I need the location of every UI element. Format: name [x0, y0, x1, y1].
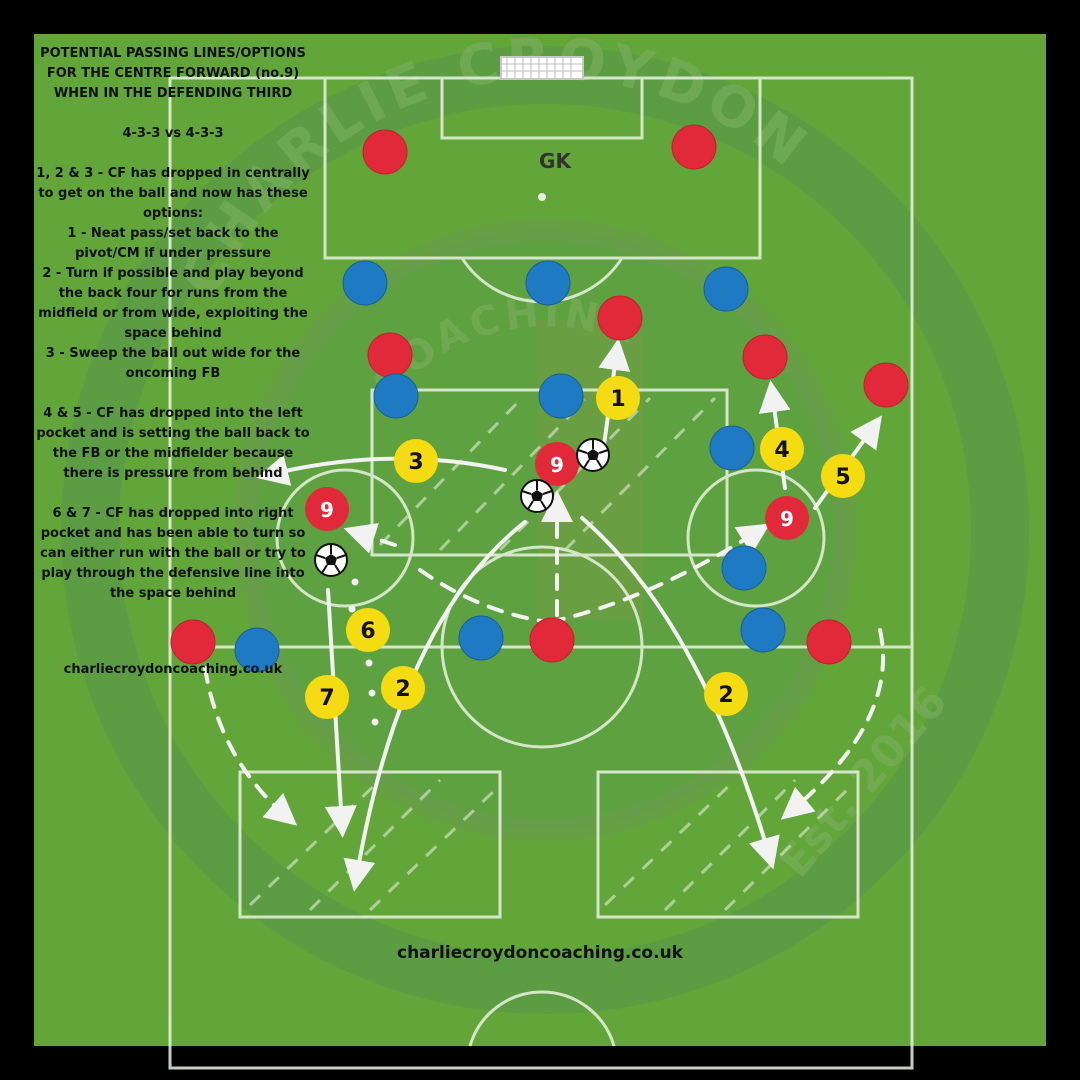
- notes-options-block: 1, 2 & 3 - CF has dropped in centrally t…: [34, 164, 312, 384]
- notes-formation: 4-3-3 vs 4-3-3: [122, 126, 224, 141]
- red-team: [170, 124, 909, 665]
- blue-player: [373, 373, 419, 419]
- notes-section1-intro: 1, 2 & 3 - CF has dropped in centrally t…: [36, 166, 310, 221]
- zone-right-target: [596, 770, 860, 919]
- svg-text:5: 5: [835, 465, 850, 490]
- svg-text:4: 4: [774, 438, 789, 463]
- blue-player: [342, 260, 388, 306]
- blue-player: [703, 266, 749, 312]
- centre-circle: [440, 545, 644, 749]
- blue-player: [538, 373, 584, 419]
- dribble-dots: [348, 578, 379, 726]
- notes-option-2: 2 - Turn if possible and play beyond the…: [38, 266, 308, 341]
- blue-player: [458, 615, 504, 661]
- red-player: [529, 617, 575, 663]
- option-marker-5: 5: [821, 454, 865, 498]
- blue-player: [721, 545, 767, 591]
- red-player: [806, 619, 852, 665]
- svg-text:3: 3: [408, 450, 423, 475]
- ball: [314, 543, 348, 577]
- blue-player: [740, 607, 786, 653]
- ball: [520, 479, 554, 513]
- penalty-spot: [538, 193, 546, 201]
- website-link-bottom[interactable]: charliecroydoncoaching.co.uk: [397, 943, 683, 963]
- run-fb-left: [780, 628, 886, 820]
- goal: [500, 56, 584, 80]
- red-player: [362, 129, 408, 175]
- svg-text:7: 7: [319, 686, 334, 711]
- run-fb-right: [203, 666, 298, 826]
- blue-player: [525, 260, 571, 306]
- option-marker-7: 7: [305, 675, 349, 719]
- ball: [576, 438, 610, 472]
- zone-left-target: [238, 770, 502, 919]
- red-player: [367, 332, 413, 378]
- coaching-notes: POTENTIAL PASSING LINES/OPTIONS FOR THE …: [34, 44, 312, 624]
- svg-text:1: 1: [610, 387, 625, 412]
- centre-forward-right-pocket: 9: [305, 487, 349, 531]
- option-marker-6: 6: [346, 608, 390, 652]
- red-player: [170, 619, 216, 665]
- cf-number: 9: [550, 453, 564, 477]
- cf-number: 9: [780, 507, 794, 531]
- blue-player: [709, 425, 755, 471]
- run-cm-left: [418, 568, 550, 624]
- notes-section-2: 4 & 5 - CF has dropped into the left poc…: [36, 406, 310, 481]
- option-marker-3: 3: [394, 439, 438, 483]
- red-player: [671, 124, 717, 170]
- option-marker-2-left: 2: [381, 666, 425, 710]
- run-arrows: [203, 490, 886, 826]
- centre-forward-central: 9: [535, 442, 579, 486]
- arrow-option-3: [256, 454, 507, 486]
- pocket-circle-left: [686, 468, 826, 608]
- arrow-option-2-left: [343, 520, 527, 892]
- website-link-left[interactable]: charliecroydoncoaching.co.uk: [63, 662, 283, 677]
- option-marker-2-right: 2: [704, 672, 748, 716]
- bottom-arc: [468, 990, 616, 1047]
- svg-text:2: 2: [395, 677, 410, 702]
- notes-section-3: 6 & 7 - CF has dropped into right pocket…: [40, 506, 306, 601]
- option-marker-4: 4: [760, 427, 804, 471]
- option-markers: 1 2 2 3 4 5 6 7: [305, 376, 865, 719]
- run-cm-right: [548, 523, 771, 624]
- notes-option-1: 1 - Neat pass/set back to the pivot/CM i…: [67, 226, 279, 261]
- red-player: [742, 334, 788, 380]
- gk-label: GK: [539, 149, 572, 173]
- arrow-option-2-right: [580, 516, 780, 870]
- run-to-pocket: [343, 522, 397, 554]
- red-player: [597, 295, 643, 341]
- notes-option-3: 3 - Sweep the ball out wide for the onco…: [45, 346, 301, 381]
- blue-player: [234, 627, 280, 673]
- option-marker-1: 1: [596, 376, 640, 420]
- notes-title: POTENTIAL PASSING LINES/OPTIONS FOR THE …: [40, 46, 306, 101]
- svg-text:2: 2: [718, 683, 733, 708]
- cf-number: 9: [320, 498, 334, 522]
- svg-text:6: 6: [360, 619, 375, 644]
- centre-forward-left-pocket: 9: [765, 496, 809, 540]
- blue-team: [234, 260, 786, 673]
- red-player: [863, 362, 909, 408]
- pocket-circle-right: [275, 468, 415, 608]
